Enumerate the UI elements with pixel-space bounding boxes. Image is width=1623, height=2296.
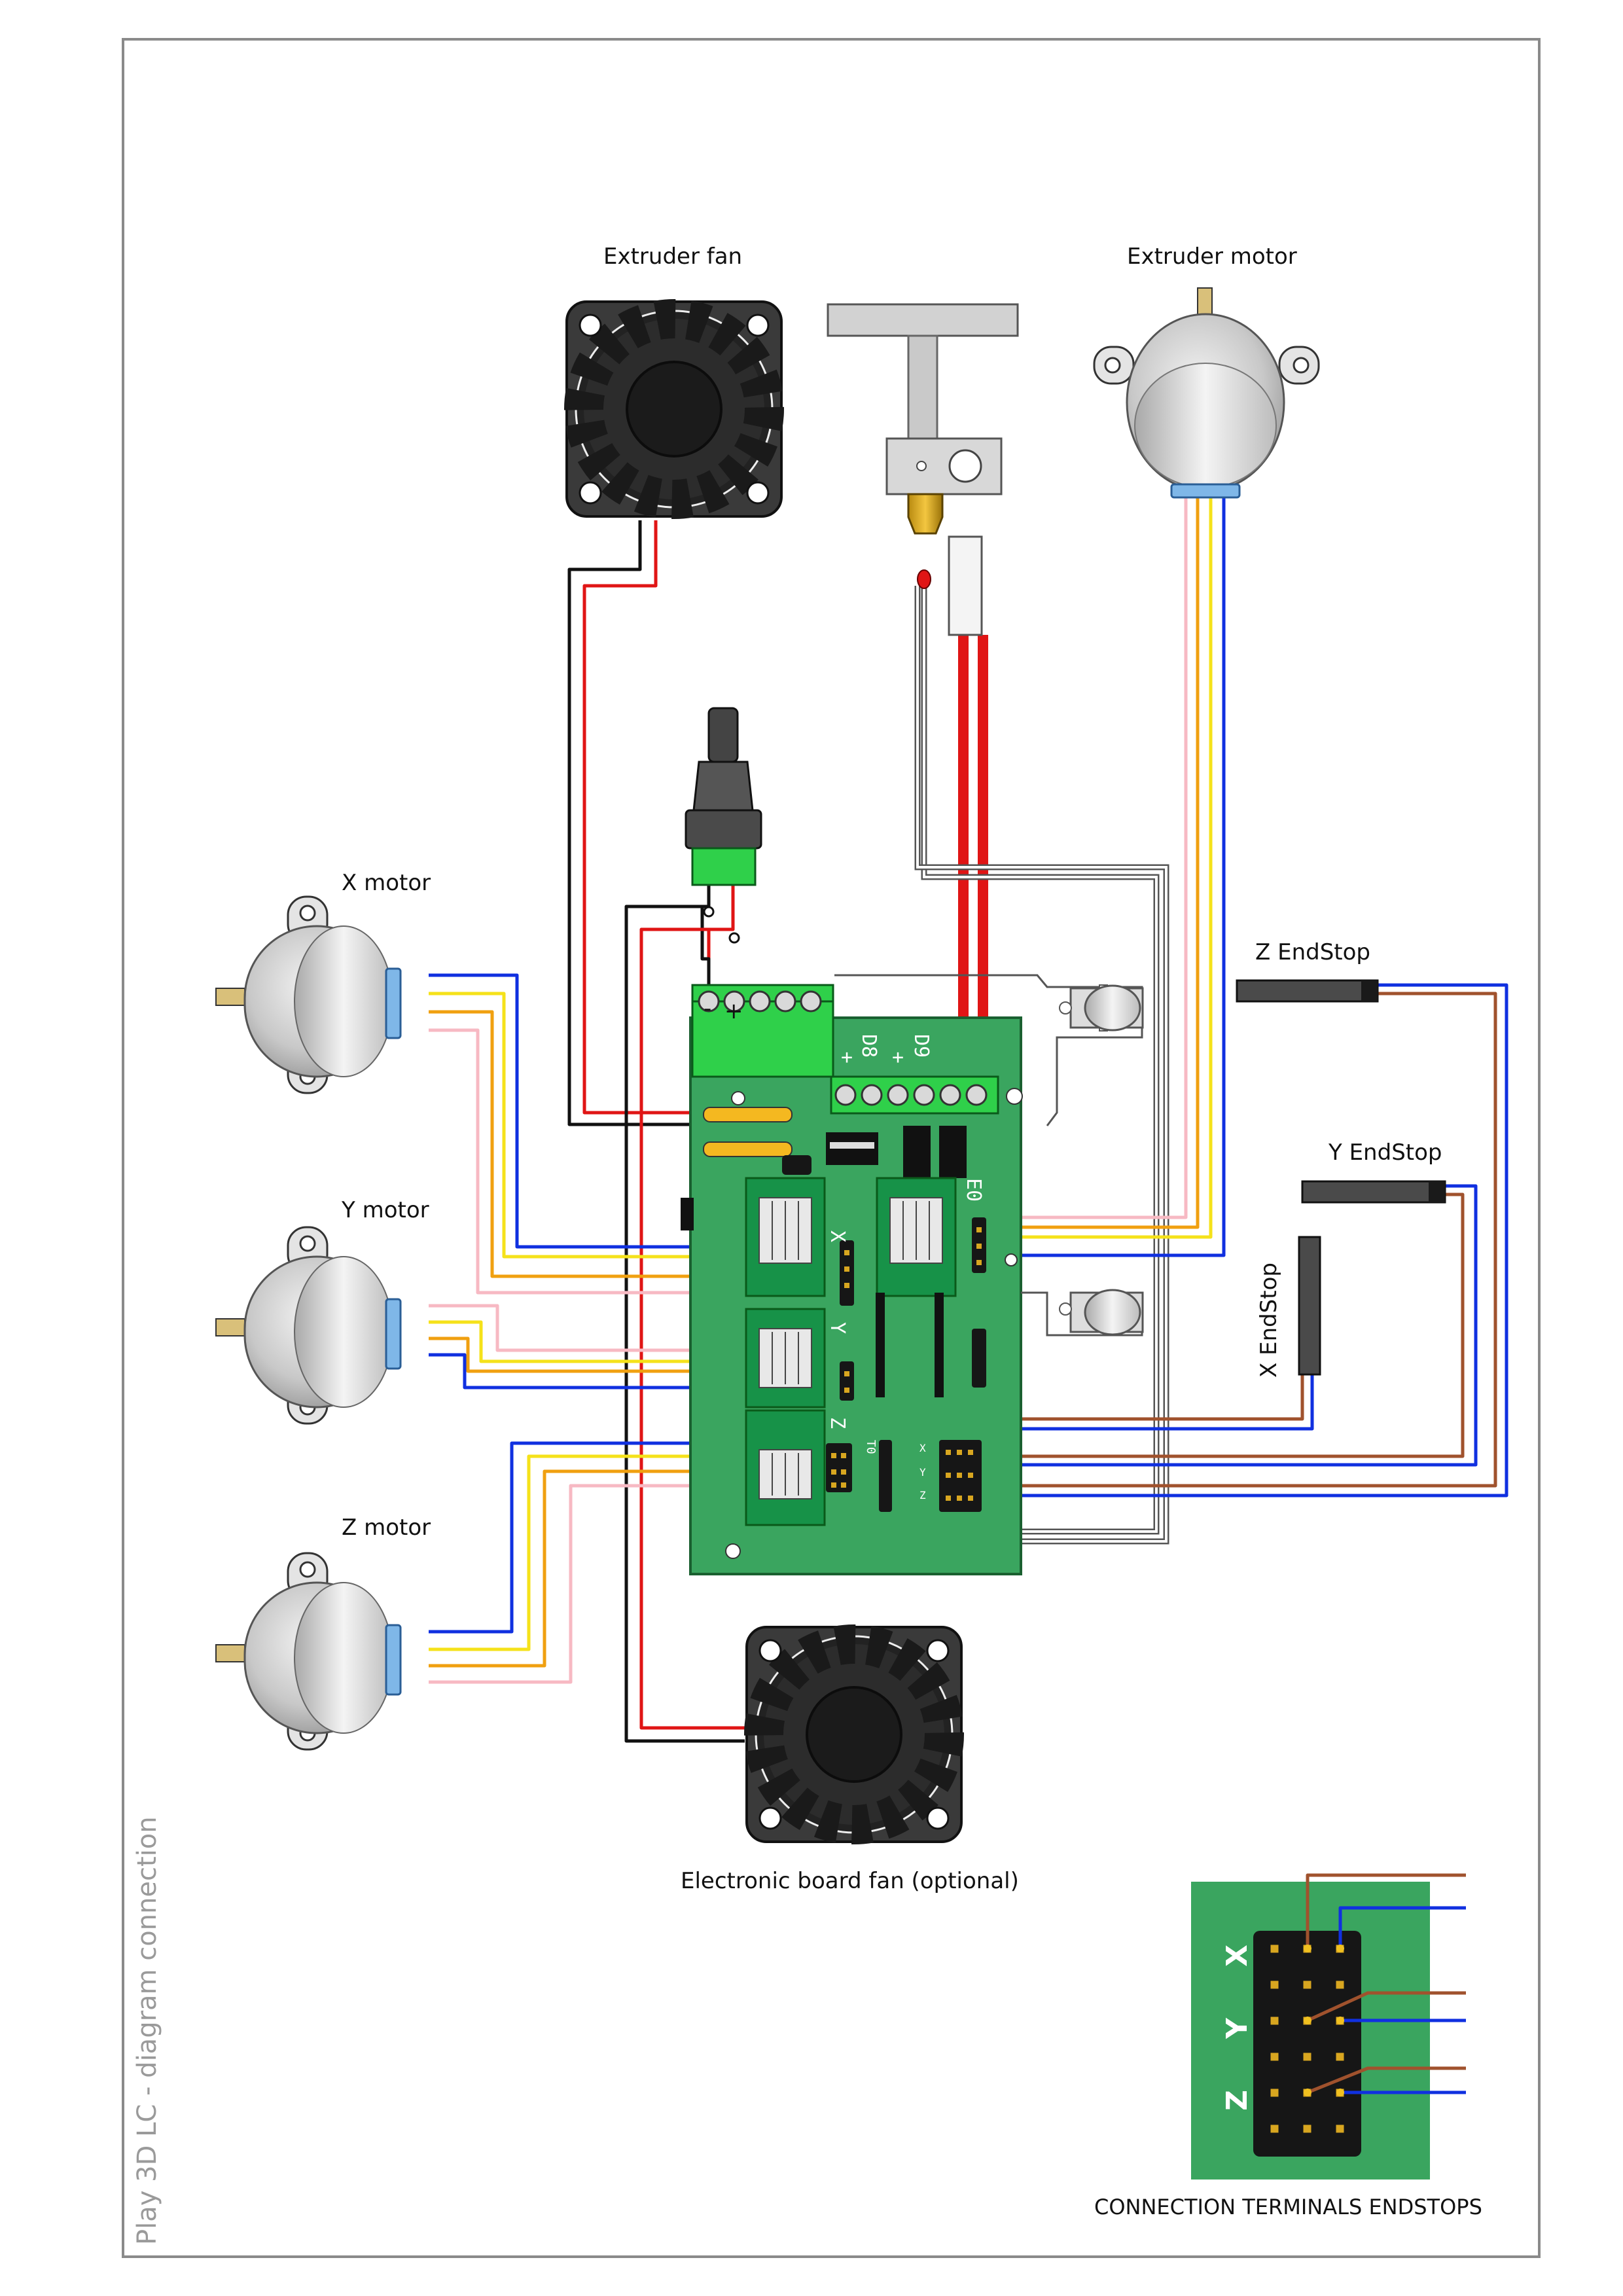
label-driver-x: X xyxy=(826,1230,849,1242)
extruder-motor xyxy=(1093,287,1320,499)
label-endstop-z: Z xyxy=(919,1489,926,1501)
label-endstop-x: X xyxy=(919,1442,926,1454)
extruder-fan-label: Extruder fan xyxy=(603,243,742,270)
z-endstop xyxy=(1236,979,1379,1003)
heater-cartridge xyxy=(948,535,983,636)
label-d8-plus: + xyxy=(841,1046,853,1069)
x-endstop-label: X EndStop xyxy=(1256,1263,1282,1378)
jumper-z-label: Z xyxy=(1221,2090,1254,2111)
y-endstop-label: Y EndStop xyxy=(1328,1139,1442,1166)
endstop-terminals-detail: X Y Z xyxy=(1191,1873,1466,2179)
label-driver-e0: E0 xyxy=(962,1178,985,1202)
y-endstop xyxy=(1301,1180,1446,1204)
label-driver-z: Z xyxy=(826,1417,849,1429)
label-driver-y: Y xyxy=(826,1322,849,1334)
label-power-plus: + xyxy=(724,998,743,1024)
power-terminal-block xyxy=(691,1000,834,1078)
jumper-x-label: X xyxy=(1221,1945,1254,1967)
thermistor-bead xyxy=(917,569,931,589)
board-fan-label: Electronic board fan (optional) xyxy=(681,1868,1019,1894)
x-motor-label: X motor xyxy=(342,870,431,896)
label-d8: D8 xyxy=(857,1034,880,1058)
jumper-y-label: Y xyxy=(1221,2017,1254,2039)
z-endstop-label: Z EndStop xyxy=(1255,939,1370,965)
y-motor-label: Y motor xyxy=(341,1197,429,1223)
terminals-caption: CONNECTION TERMINALS ENDSTOPS xyxy=(1094,2195,1482,2219)
diagram-title: Play 3D LC - diagram connection xyxy=(132,1816,162,2245)
label-d9-plus: + xyxy=(892,1046,904,1069)
label-power-minus: - xyxy=(704,996,711,1022)
power-jack xyxy=(685,707,762,944)
label-t0: T0 xyxy=(864,1440,878,1454)
x-endstop xyxy=(1298,1236,1321,1376)
label-endstop-y: Y xyxy=(919,1466,926,1479)
board-fan xyxy=(747,1627,961,1842)
extruder-fan xyxy=(567,302,781,516)
label-d9: D9 xyxy=(910,1034,933,1058)
electronics-board: X Y Z E0 D8 D9 + + - + T0 X Y Z xyxy=(681,974,1144,1575)
hotend xyxy=(827,303,1019,636)
z-motor-label: Z motor xyxy=(342,1515,431,1541)
extruder-motor-label: Extruder motor xyxy=(1127,243,1297,270)
